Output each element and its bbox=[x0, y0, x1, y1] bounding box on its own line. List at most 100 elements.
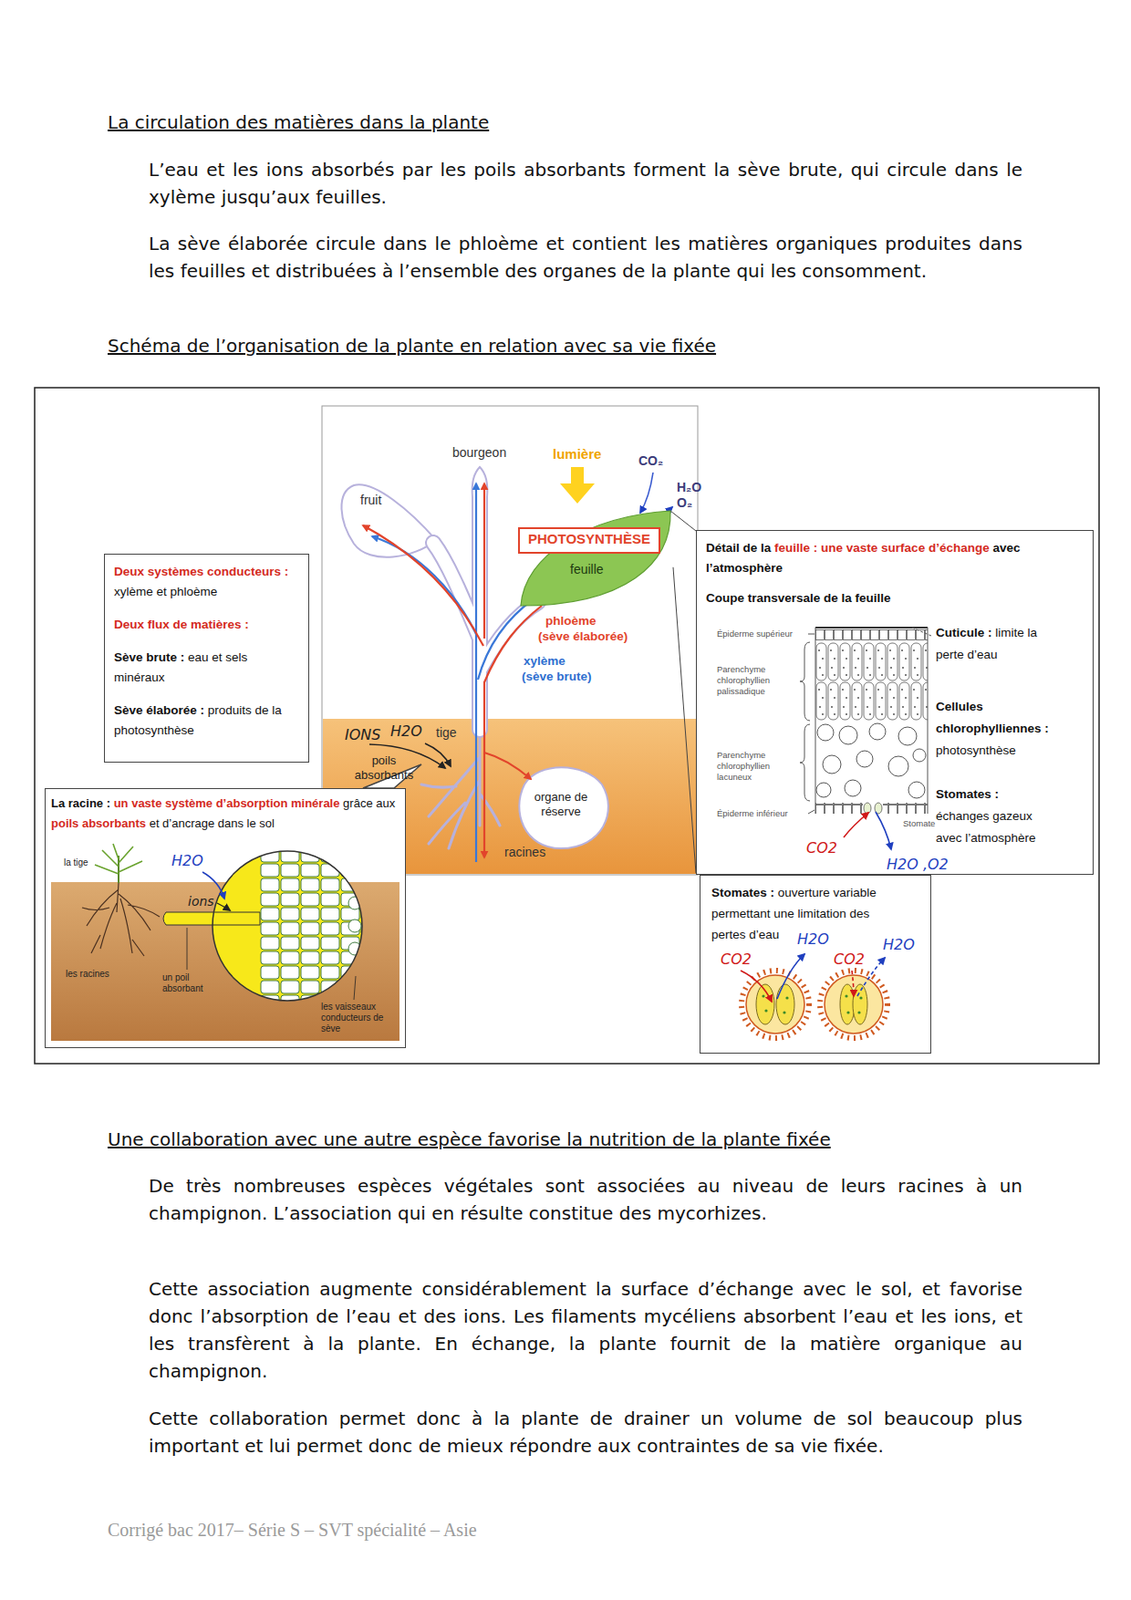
handwritten-note: H2O bbox=[882, 935, 915, 954]
leaf-section bbox=[856, 750, 873, 768]
box-ground bbox=[695, 529, 1094, 875]
sap-flow bbox=[484, 605, 542, 858]
stomata-picture bbox=[761, 994, 765, 997]
stomata-picture bbox=[741, 970, 810, 1038]
sap-label: (sève élaborée) bbox=[538, 628, 628, 644]
info-box: Deux systèmes conducteurs : xylème et ph… bbox=[103, 553, 310, 763]
stomata-picture bbox=[764, 1008, 768, 1012]
tissue-label: Parenchyme chlorophyllien palissadique bbox=[716, 664, 799, 697]
stomata-picture bbox=[740, 970, 772, 1002]
leaf-section bbox=[815, 722, 928, 801]
stomata-picture bbox=[819, 970, 888, 1038]
paragraph: Cette association augmente considérablem… bbox=[148, 1275, 1023, 1385]
leaf-section bbox=[815, 629, 928, 641]
node-text: photosynthèse bbox=[935, 743, 1017, 758]
leaf-section bbox=[875, 811, 892, 850]
callout-box: La racine : un vaste système d’absorptio… bbox=[44, 788, 406, 1048]
zoom-line bbox=[670, 510, 696, 531]
paragraph: La sève élaborée circule dans le phloème… bbox=[148, 229, 1023, 285]
handwritten-arrow bbox=[425, 743, 451, 767]
light-arrow bbox=[560, 466, 595, 504]
sap-label: (sève brute) bbox=[521, 668, 592, 685]
stomata-picture bbox=[852, 984, 868, 1025]
plant-stem bbox=[421, 729, 500, 849]
handwritten-note: H2O bbox=[797, 930, 830, 948]
root-zoom-picture bbox=[217, 902, 230, 911]
handwritten-note: H2O bbox=[390, 722, 423, 740]
node-text: Cuticule : bbox=[935, 625, 993, 640]
gas-label: CO₂ bbox=[638, 453, 664, 468]
part-label: bourgeon bbox=[452, 445, 507, 460]
part-label: organe de réserve bbox=[524, 789, 598, 820]
leaf-section bbox=[815, 626, 928, 629]
root-zoom-picture bbox=[94, 843, 143, 874]
leaf-section bbox=[839, 726, 858, 745]
detail-panel: Détail de la feuille : une vaste surface… bbox=[695, 529, 1094, 875]
text-group: Coupe transversale de la feuille bbox=[705, 591, 892, 605]
sap-label: xylème bbox=[523, 653, 566, 669]
gas-label: O₂ bbox=[676, 495, 693, 510]
box-ground bbox=[44, 529, 1094, 1054]
root-zoom-picture bbox=[348, 919, 362, 933]
box-ground bbox=[699, 874, 932, 1054]
section-heading: Une collaboration avec une autre espèce … bbox=[107, 1125, 1093, 1153]
stomata-picture bbox=[785, 996, 789, 999]
text-group: PHOTOSYNTHÈSE bbox=[519, 529, 659, 550]
node-text: Détail de la bbox=[705, 540, 771, 555]
node-text: échanges gazeux avec l’atmosphère bbox=[935, 809, 1037, 845]
handwritten-note: ions bbox=[187, 893, 215, 909]
leaf-section bbox=[912, 627, 932, 636]
section-heading: Schéma de l’organisation de la plante en… bbox=[107, 332, 1093, 360]
leaf-section bbox=[815, 802, 863, 814]
plant-panel bbox=[321, 405, 698, 875]
box-ground bbox=[103, 553, 310, 763]
tissue-label: Épiderme supérieur bbox=[716, 628, 809, 640]
zoom-connector bbox=[673, 567, 696, 873]
node-text: feuille bbox=[570, 561, 604, 577]
text-group: Stomates : ouverture variable permettant… bbox=[711, 881, 905, 945]
node-text: et d’ancrage dans le sol bbox=[149, 816, 275, 831]
leaf-section bbox=[927, 627, 929, 814]
stomata-picture bbox=[859, 996, 862, 999]
stomata-picture bbox=[746, 975, 805, 1034]
sap-flow bbox=[363, 525, 484, 646]
node-text: un vaste système d’absorption minérale bbox=[114, 796, 341, 810]
text-group: Deux systèmes conducteurs : xylème et ph… bbox=[114, 561, 300, 602]
handwritten-note: H2O bbox=[171, 851, 204, 870]
text-group: Sève brute : eau et sels minéraux bbox=[114, 647, 300, 688]
node-text: grâce aux bbox=[342, 796, 395, 810]
leaf-section bbox=[816, 782, 831, 798]
plant-stem bbox=[421, 466, 539, 849]
schema-frame bbox=[34, 387, 1100, 1064]
node-text: Stomates : bbox=[935, 783, 1053, 806]
stomata-picture bbox=[776, 984, 795, 1025]
leaf-section bbox=[913, 748, 926, 762]
fruit-outline bbox=[341, 484, 436, 557]
handwritten-note: IONS bbox=[344, 726, 381, 744]
leaf-section bbox=[843, 812, 869, 838]
text-group: feuille bbox=[570, 561, 604, 577]
tissue-label: Stomate bbox=[902, 818, 935, 830]
node-text: une vaste surface d’échange bbox=[820, 540, 990, 555]
leaf-section bbox=[799, 642, 810, 721]
stomata-picture bbox=[740, 954, 888, 1038]
node-text: Cellules chlorophylliennes : bbox=[935, 695, 1087, 740]
text-group: Détail de la feuille : une vaste surface… bbox=[705, 538, 1085, 579]
leaf-section bbox=[882, 802, 928, 814]
root-zoom-picture bbox=[259, 848, 365, 1004]
tuber-outline bbox=[518, 767, 609, 849]
root-zoom-picture bbox=[186, 927, 188, 970]
text-group: Deux flux de matières : bbox=[114, 614, 300, 635]
handwritten-note: H2O ,O2 bbox=[886, 855, 949, 873]
part-label: poils absorbants bbox=[346, 753, 422, 783]
leaf-section bbox=[815, 627, 817, 814]
text-group: Sève élaborée : produits de la photosynt… bbox=[114, 700, 300, 741]
node-text: Deux flux de matières : bbox=[114, 617, 250, 632]
stomata-picture bbox=[857, 1010, 861, 1014]
node-text: Sève élaborée : bbox=[114, 703, 205, 717]
leaf-section bbox=[844, 779, 862, 797]
leaf-section bbox=[799, 724, 810, 801]
light-label: lumière bbox=[552, 446, 602, 462]
text-group: Cellules chlorophylliennes : photosynthè… bbox=[935, 695, 1087, 762]
part-label: les racines bbox=[65, 968, 110, 980]
